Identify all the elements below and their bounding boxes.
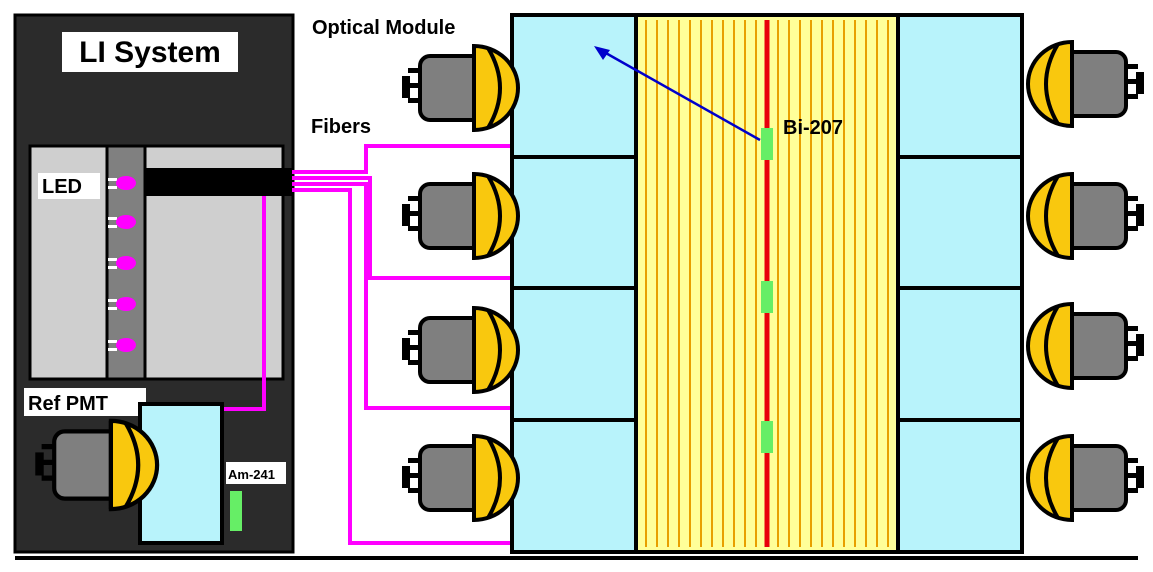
fiber-bundle-connector — [146, 168, 292, 196]
electron-track — [603, 50, 761, 142]
li-system-title: LI System — [79, 36, 221, 69]
led-list — [108, 176, 136, 352]
right-pmt-2 — [1026, 172, 1146, 260]
left-pmt-4 — [400, 434, 520, 522]
led-2 — [108, 215, 136, 229]
ref-fiber — [221, 196, 266, 411]
ref-pmt-label: Ref PMT — [28, 393, 108, 415]
electron-track-arrowhead — [594, 46, 610, 60]
bi207-label: Bi-207 — [783, 117, 843, 139]
left-calorimeter-wall — [510, 13, 638, 554]
tracker — [634, 13, 900, 554]
led-3 — [108, 256, 136, 270]
ref-pmt-label-bg — [24, 388, 146, 416]
left-pmt-3 — [400, 306, 520, 394]
left-pmt-1 — [400, 44, 520, 132]
fiber-4 — [292, 188, 515, 545]
left-pmt-2 — [400, 172, 520, 260]
bi207-source-1 — [761, 128, 773, 160]
led-label-bg — [38, 173, 100, 199]
optical-module-label-bg — [308, 13, 504, 41]
right-wall-frame — [896, 13, 1024, 554]
am241-label-bg — [226, 462, 286, 484]
fiber-1 — [292, 144, 515, 174]
led-1 — [108, 176, 136, 190]
bi207-source-3 — [761, 421, 773, 453]
right-calorimeter-wall — [896, 13, 1024, 554]
right-pmt-3 — [1026, 302, 1146, 390]
am241-source — [228, 489, 244, 533]
led-5 — [108, 338, 136, 352]
fiber-3 — [292, 182, 515, 410]
am241-label: Am-241 — [228, 467, 275, 482]
right-pmt-1 — [1026, 40, 1146, 128]
fiber-2 — [292, 176, 515, 280]
left-wall-frame — [510, 13, 638, 554]
led-4 — [108, 297, 136, 311]
led-label: LED — [42, 176, 82, 198]
fibers-label: Fibers — [311, 116, 371, 138]
tracker-wires — [645, 20, 889, 547]
fibers — [292, 144, 515, 545]
li-system-title-bg — [62, 32, 238, 72]
right-pmt-4 — [1026, 434, 1146, 522]
optical-module-label: Optical Module — [312, 17, 455, 39]
bi207-source-2 — [761, 281, 773, 313]
